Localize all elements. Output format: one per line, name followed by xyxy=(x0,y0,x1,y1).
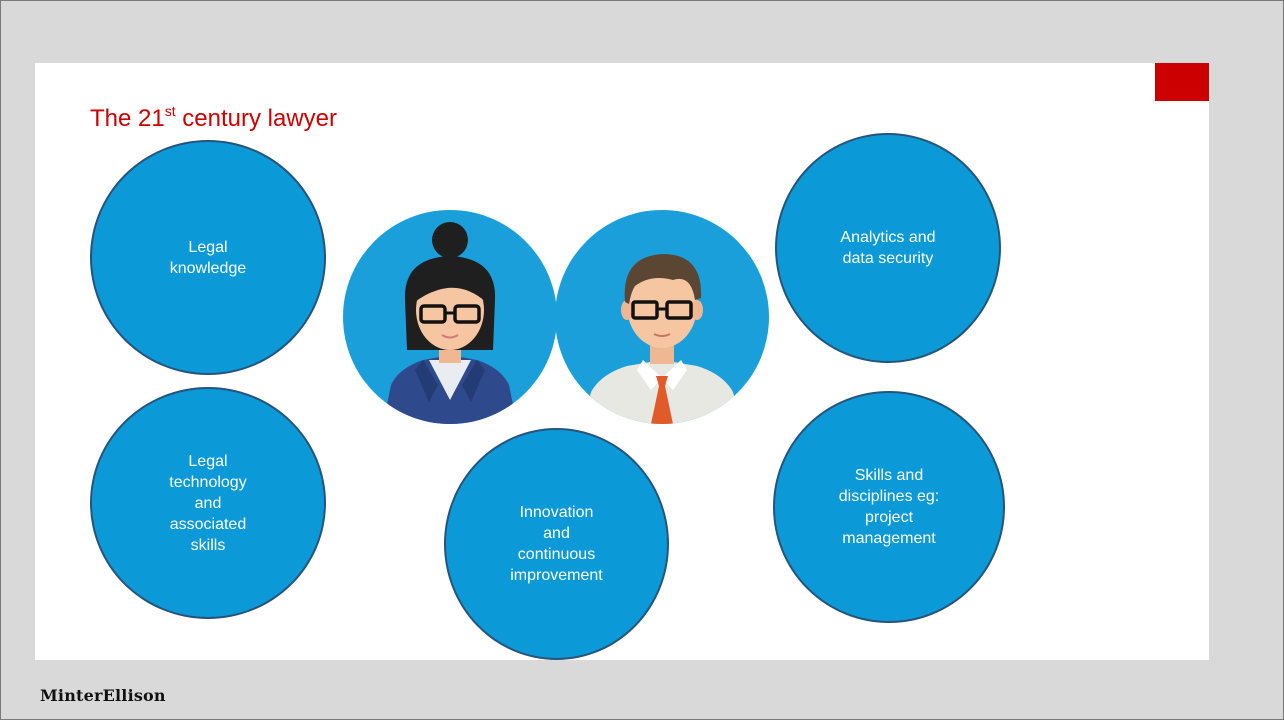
bubble-analytics: Analytics and data security xyxy=(775,133,1001,363)
page-title: The 21st century lawyer xyxy=(90,103,337,133)
bubble-skills: Skills and disciplines eg: project manag… xyxy=(773,391,1005,623)
bubble-skills-label: Skills and disciplines eg: project manag… xyxy=(838,467,940,547)
bubble-legal-knowledge: Legal knowledge xyxy=(90,140,326,375)
bubble-legal-technology: Legal technology and associated skills xyxy=(90,387,326,619)
bubble-legal-knowledge-label: Legal knowledge xyxy=(169,238,247,277)
bubble-analytics-label: Analytics and data security xyxy=(840,229,936,267)
title-rest: century lawyer xyxy=(175,105,337,132)
brand-logo: MinterEllison xyxy=(40,686,166,705)
female-lawyer-avatar-icon xyxy=(343,210,557,424)
bubble-innovation: Innovation and continuous improvement xyxy=(444,428,669,660)
title-superscript: st xyxy=(164,103,176,119)
bubble-innovation-label: Innovation and continuous improvement xyxy=(510,504,603,584)
male-lawyer-avatar-icon xyxy=(555,210,769,424)
title-main: The 21 xyxy=(90,105,165,132)
accent-block xyxy=(1155,63,1209,101)
bubble-legal-technology-label: Legal technology and associated skills xyxy=(169,452,247,554)
